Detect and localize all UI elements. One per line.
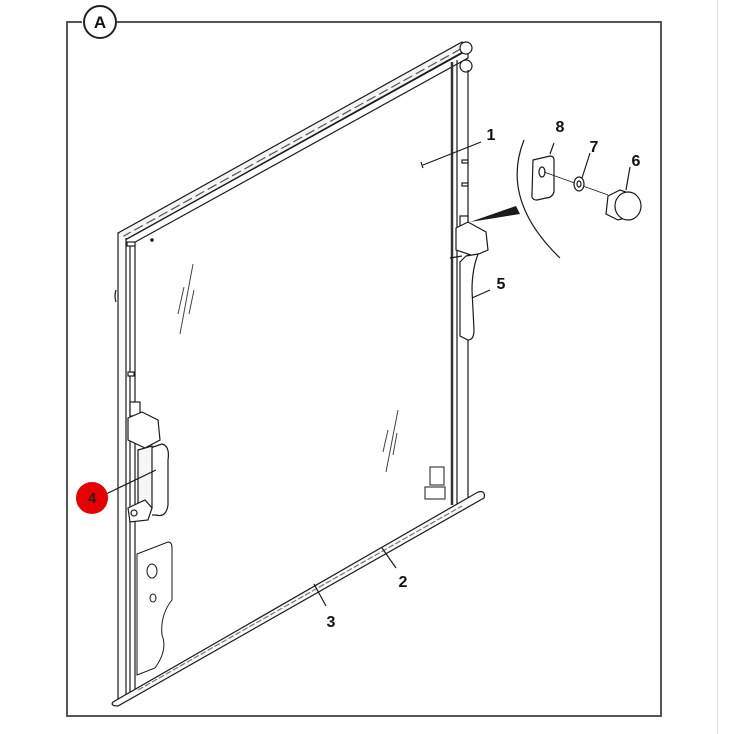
plate-8 [531,155,555,201]
callout-4-highlight [76,482,108,514]
callout-8: 8 [556,119,565,136]
callout-2: 2 [399,574,408,591]
lower-left-plate [136,541,173,676]
door-frame [114,41,473,701]
view-label-circle [83,5,117,39]
view-label: A [94,13,106,32]
latch-part [449,215,489,341]
callout-1: 1 [487,127,496,144]
callout-5: 5 [497,276,506,293]
bottom-rail [111,491,485,707]
callout-3: 3 [327,614,336,631]
page-edge-rule [717,0,718,734]
handle-part [127,401,169,523]
glass-reflections [177,263,399,473]
callout-6: 6 [632,153,641,170]
callout-7: 7 [590,139,599,156]
diagram-frame: A [66,5,662,717]
glass-decal [424,466,446,500]
detail-inset [470,139,561,259]
callout-4: 4 [88,490,97,507]
callout-labels: 1 2 3 4 5 6 7 8 [76,119,641,631]
leader-lines [105,141,631,607]
fastener-assembly [531,155,642,221]
